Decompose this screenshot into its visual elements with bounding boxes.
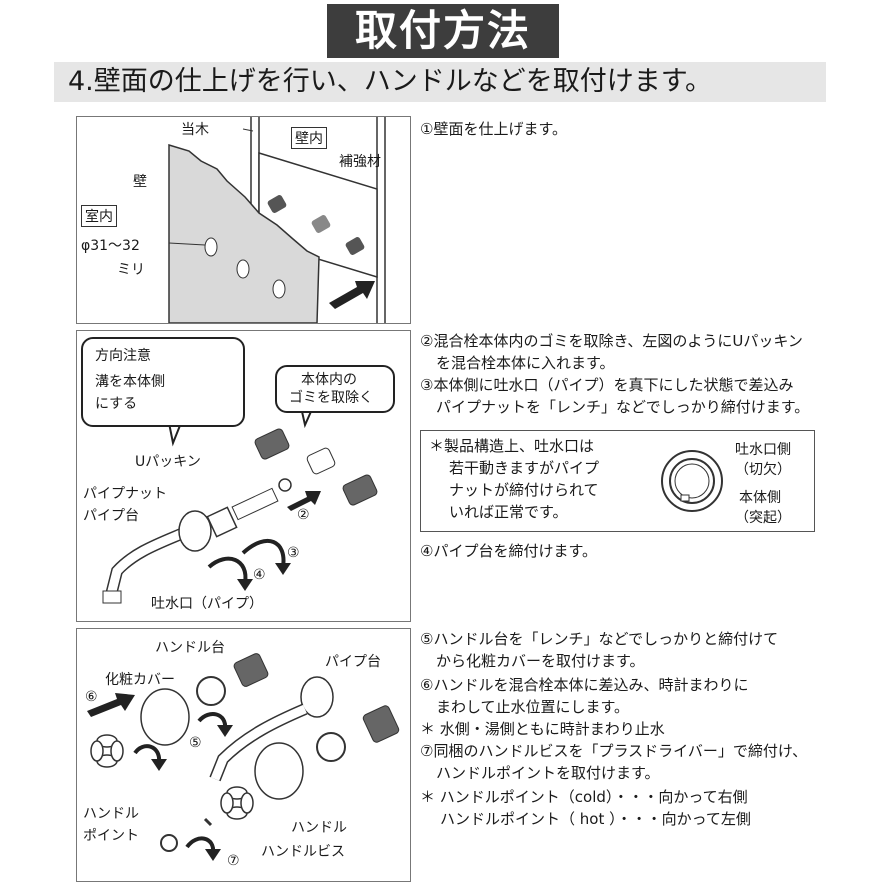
instruction-5a: ⑤ハンドル台を「レンチ」などでしっかりと締付けて bbox=[420, 630, 779, 648]
label-toboku: 当木 bbox=[181, 122, 209, 138]
instruction-1: ①壁面を仕上げます。 bbox=[420, 120, 567, 138]
note-side-spout-notch: （切欠） bbox=[735, 462, 791, 478]
handle-diagram bbox=[87, 653, 400, 861]
step-7-marker: ⑦ bbox=[227, 853, 240, 869]
label-mm: ミリ bbox=[117, 262, 145, 278]
label-handledai: ハンドル台 bbox=[155, 640, 225, 656]
structure-note-box: ＊製品構造上、吐水口は 若干動きますがパイプ ナットが締付けられて いれば正常で… bbox=[420, 430, 815, 532]
note-side-spout: 吐水口側 bbox=[735, 442, 791, 458]
wall-diagram bbox=[168, 117, 386, 323]
label-cover: 化粧カバー bbox=[105, 672, 175, 688]
bubble-debris-line1: 本体内の bbox=[301, 372, 357, 388]
direction-warning-bubble bbox=[81, 337, 245, 427]
instruction-2a: ②混合栓本体内のゴミを取除き、左図のようにUパッキン bbox=[420, 332, 803, 350]
instruction-7a: ⑦同梱のハンドルビスを「プラスドライバー」で締付け、 bbox=[420, 742, 808, 760]
note-side-body: 本体側 bbox=[739, 490, 781, 506]
instruction-2b: を混合栓本体に入れます。 bbox=[436, 354, 615, 372]
label-handle-point-2: ポイント bbox=[83, 828, 139, 844]
instruction-6a: ⑥ハンドルを混合栓本体に差込み、時計まわりに bbox=[420, 676, 749, 694]
label-spout: 吐水口（パイプ） bbox=[151, 596, 263, 612]
label-handle: ハンドル bbox=[291, 820, 347, 836]
instruction-6b: まわして止水位置にします。 bbox=[436, 698, 630, 716]
nut-cross-section-icon bbox=[661, 450, 723, 512]
label-diameter: φ31～32 bbox=[81, 238, 140, 254]
step-2-marker: ② bbox=[297, 507, 310, 523]
instruction-4: ④パイプ台を締付けます。 bbox=[420, 542, 597, 560]
instruction-3b: パイプナットを「レンチ」などでしっかり締付けます。 bbox=[436, 398, 810, 416]
label-handle-point-1: ハンドル bbox=[83, 806, 139, 822]
bubble-direction-title: 方向注意 bbox=[95, 348, 151, 364]
bubble-direction-line2: 溝を本体側 bbox=[95, 374, 165, 390]
instruction-3a: ③本体側に吐水口（パイプ）を真下にした状態で差込み bbox=[420, 376, 794, 394]
step-3-marker: ③ bbox=[287, 545, 300, 561]
instruction-6-note: ＊ 水側・湯側ともに時計まわり止水 bbox=[420, 720, 665, 738]
step-6-marker: ⑥ bbox=[85, 689, 98, 705]
spout-diagram-panel: 方向注意 溝を本体側 にする 本体内の ゴミを取除く Uパッキン パイプナット … bbox=[76, 330, 411, 622]
instruction-7b: ハンドルポイントを取付けます。 bbox=[436, 764, 660, 782]
note-side-body-tab: （突起） bbox=[735, 510, 791, 526]
label-pipenut: パイプナット bbox=[83, 486, 167, 502]
instruction-7-note-hot: ハンドルポイント（ hot ）・・・向かって左側 bbox=[440, 810, 751, 828]
label-pipedai: パイプ台 bbox=[83, 508, 139, 524]
note-line-4: いれば正常です。 bbox=[449, 503, 568, 521]
remove-debris-bubble bbox=[275, 365, 395, 413]
step-5-marker: ⑤ bbox=[189, 735, 202, 751]
label-hokyozai: 補強材 bbox=[339, 154, 381, 170]
label-shitsunai: 室内 bbox=[81, 205, 117, 227]
label-upacking: Uパッキン bbox=[135, 454, 201, 470]
label-pipedai-3: パイプ台 bbox=[325, 654, 381, 670]
note-line-1: ＊製品構造上、吐水口は bbox=[429, 437, 595, 455]
instruction-7-note-cold: ＊ ハンドルポイント（cold）・・・向かって右側 bbox=[420, 788, 748, 806]
bubble-direction-line3: にする bbox=[95, 396, 138, 412]
bubble-debris-line2: ゴミを取除く bbox=[289, 390, 373, 406]
label-kabe: 壁 bbox=[133, 174, 147, 190]
wall-diagram-panel: 当木 壁内 補強材 壁 室内 φ31～32 ミリ bbox=[76, 116, 411, 324]
note-line-2: 若干動きますがパイプ bbox=[449, 459, 600, 477]
label-handle-screw: ハンドルビス bbox=[261, 844, 345, 860]
page-title: 取付方法 bbox=[327, 4, 559, 58]
step-4-marker: ④ bbox=[253, 567, 266, 583]
handle-diagram-panel: ハンドル台 化粧カバー パイプ台 ⑥ ⑤ ハンドル ポイント ハンドル ハンドル… bbox=[76, 628, 411, 882]
instruction-5b: から化粧カバーを取付けます。 bbox=[436, 652, 645, 670]
note-line-3: ナットが締付けられて bbox=[449, 481, 599, 499]
section-heading: 4.壁面の仕上げを行い、ハンドルなどを取付けます。 bbox=[54, 62, 826, 102]
label-kabenai: 壁内 bbox=[291, 127, 327, 149]
